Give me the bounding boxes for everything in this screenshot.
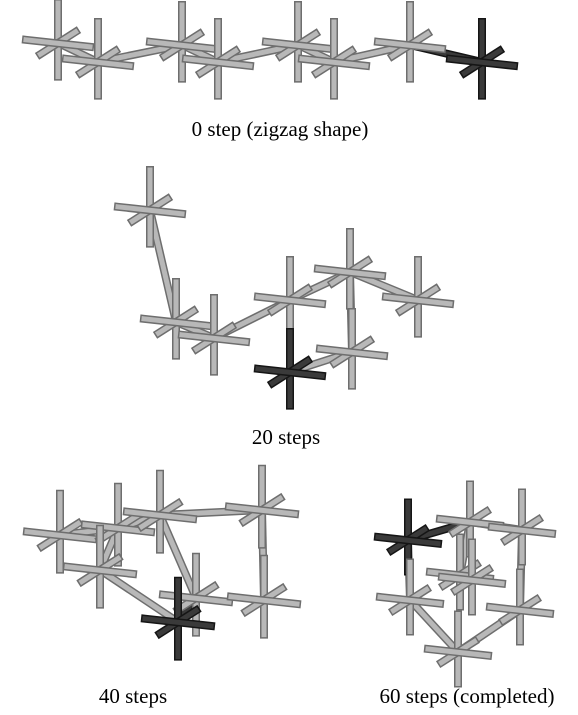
step60-link-5 <box>410 600 458 652</box>
module-step60-5-horizontal-arm <box>380 597 440 604</box>
panel-step20 <box>118 170 450 406</box>
panel-step60 <box>378 485 552 684</box>
module-step20-5 <box>318 232 382 306</box>
module-step60-3-horizontal-arm <box>492 527 552 534</box>
module-step20-4-horizontal-arm <box>258 297 322 304</box>
module-step60-8-horizontal-arm <box>428 649 488 656</box>
module-step20-1 <box>118 170 182 244</box>
panel-step40 <box>27 469 297 657</box>
module-step20-3-horizontal-arm <box>182 335 246 342</box>
caption-step20: 20 steps <box>252 425 320 450</box>
module-step20-7-horizontal-arm <box>320 349 384 356</box>
module-step20-2-horizontal-arm <box>144 319 208 326</box>
module-step0-1-horizontal-arm <box>26 40 90 47</box>
module-step0-8-horizontal-arm <box>450 59 514 66</box>
caption-step0: 0 step (zigzag shape) <box>192 117 369 142</box>
module-step20-6 <box>386 260 450 334</box>
module-step20-5-horizontal-arm <box>318 269 382 276</box>
module-step60-7-horizontal-arm <box>490 607 550 614</box>
module-step0-8 <box>450 22 514 96</box>
panel-step0 <box>26 3 514 96</box>
module-step40-4 <box>229 469 295 545</box>
step60-link-5-bar <box>410 600 458 652</box>
module-step0-1 <box>26 3 90 77</box>
module-step40-8 <box>231 559 297 635</box>
caption-step60: 60 steps (completed) <box>380 684 555 709</box>
module-step20-1-horizontal-arm <box>118 207 182 214</box>
module-step20-7 <box>320 312 384 386</box>
caption-step40: 40 steps <box>99 684 167 709</box>
module-step60-3 <box>492 493 552 562</box>
module-step20-4 <box>258 260 322 334</box>
module-step0-7 <box>378 5 442 79</box>
module-step20-6-horizontal-arm <box>386 297 450 304</box>
module-step20-8-horizontal-arm <box>258 369 322 376</box>
